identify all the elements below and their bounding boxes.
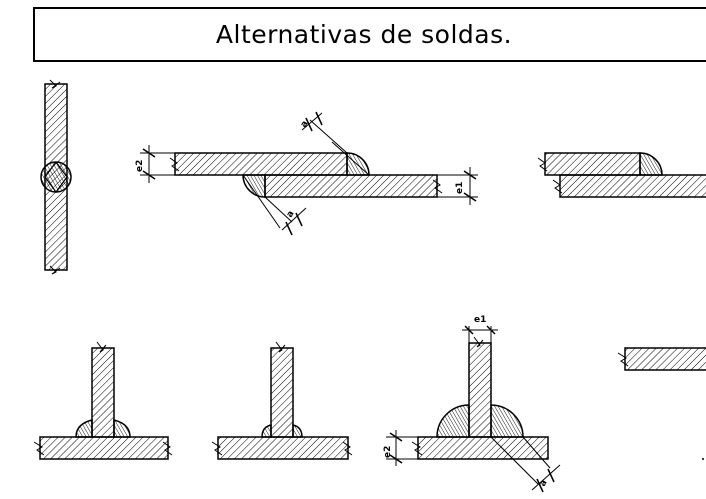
dim-label-e1-t: e1 [474, 315, 486, 325]
dim-label-a-lap-top: a [299, 119, 311, 129]
title-box: Alternativas de soldas. [33, 7, 706, 62]
lap-joint-dimensioned: e2 e1 a a [135, 111, 478, 236]
lap-joint-simple [537, 152, 706, 198]
dim-label-e2-lap: e2 [135, 160, 145, 172]
dim-label-a-lap-bottom: a [285, 209, 297, 219]
t-joint-dimensioned: e1 e2 a [383, 315, 561, 493]
partial-plate-right [617, 347, 706, 460]
dim-label-e2-t: e2 [383, 446, 393, 458]
t-joint-small-fillet [211, 341, 353, 460]
dim-label-a-t: a [538, 478, 550, 488]
dim-label-e1-lap: e1 [455, 182, 465, 194]
vertical-butt-weld [40, 79, 72, 275]
drawing-title: Alternativas de soldas. [215, 20, 513, 49]
t-joint-double-fillet [33, 341, 173, 460]
